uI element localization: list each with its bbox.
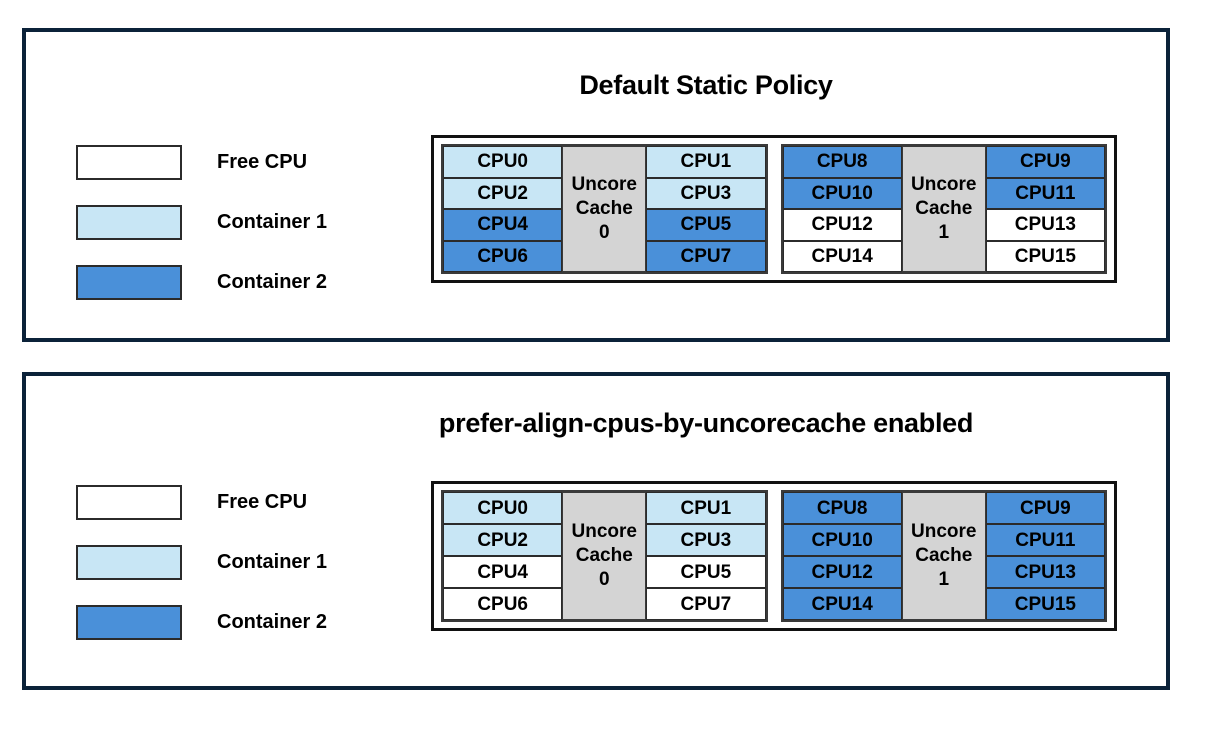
legend-item-label: Free CPU: [217, 490, 308, 513]
cpu-cell: CPU13: [985, 556, 1105, 588]
cpu-cell: CPU4: [443, 556, 563, 588]
cpu-cell: CPU5: [646, 556, 766, 588]
legend-item-label: Container 1: [217, 550, 328, 573]
legend-item: Container 1: [76, 192, 327, 252]
legend-item: Container 1: [76, 532, 327, 592]
cpu-cell: CPU11: [985, 177, 1105, 209]
cpu-cell: CPU15: [985, 240, 1105, 272]
uncore-label-line2: Cache: [915, 198, 973, 220]
cpu-cell: CPU13: [985, 209, 1105, 241]
cpu-cell: CPU0: [443, 146, 563, 178]
legend-swatch: [76, 484, 182, 520]
legend-swatch: [76, 204, 182, 240]
uncore-label-line2: Cache: [915, 545, 973, 567]
cpu-cell: CPU8: [782, 146, 902, 178]
uncore-label-line2: Cache: [575, 545, 633, 567]
cpu-cell: CPU1: [646, 492, 766, 524]
cpu-cell: CPU0: [443, 492, 563, 524]
cpu-cell: CPU5: [646, 209, 766, 241]
cpu-cell: CPU10: [782, 177, 902, 209]
uncore-label-line1: Uncore: [911, 174, 977, 196]
cpu-cell: CPU2: [443, 177, 563, 209]
panel-prefer-align-cpus-by-uncorecache: prefer-align-cpus-by-uncorecache enabled…: [22, 372, 1170, 690]
cpu-cell: CPU3: [646, 177, 766, 209]
cpu-cell: CPU6: [443, 588, 563, 620]
cpu-cell: CPU7: [646, 240, 766, 272]
cpu-cell: CPU1: [646, 146, 766, 178]
cpu-cell: CPU10: [782, 524, 902, 556]
legend-swatch: [76, 144, 182, 180]
cpu-cell: CPU4: [443, 209, 563, 241]
cpu-cell: CPU14: [782, 240, 902, 272]
legend-item-label: Free CPU: [217, 150, 308, 173]
cpu-cell: CPU12: [782, 209, 902, 241]
legend-item-label: Container 2: [217, 610, 328, 633]
page-title: Default Static Policy: [579, 70, 833, 100]
uncore-label-line1: Uncore: [571, 174, 637, 196]
legend-item: Container 2: [76, 252, 327, 312]
cpu-cell: CPU7: [646, 588, 766, 620]
uncore-label-line1: Uncore: [571, 521, 637, 543]
cpu-cell: CPU11: [985, 524, 1105, 556]
uncore-cache-index: 1: [938, 568, 950, 590]
cpu-cell: CPU14: [782, 588, 902, 620]
legend-swatch: [76, 544, 182, 580]
page-title: prefer-align-cpus-by-uncorecache enabled: [438, 408, 974, 438]
legend: Free CPU Container 1 Container 2: [76, 132, 327, 312]
legend-item: Free CPU: [76, 132, 327, 192]
cpu-cell: CPU9: [985, 492, 1105, 524]
uncore-label-line1: Uncore: [911, 521, 977, 543]
legend-item-label: Container 2: [217, 270, 328, 293]
uncore-cache-index: 0: [598, 221, 610, 243]
legend-item: Free CPU: [76, 472, 327, 532]
cpu-cell: CPU12: [782, 556, 902, 588]
uncore-cache-index: 0: [598, 568, 610, 590]
legend-item: Container 2: [76, 592, 327, 652]
legend: Free CPU Container 1 Container 2: [76, 472, 327, 652]
legend-swatch: [76, 264, 182, 300]
legend-item-label: Container 1: [217, 210, 328, 233]
cpu-cell: CPU6: [443, 240, 563, 272]
cpu-cell: CPU2: [443, 524, 563, 556]
uncore-cache-index: 1: [938, 221, 950, 243]
cpu-cell: CPU9: [985, 146, 1105, 178]
legend-swatch: [76, 604, 182, 640]
panel-default-static-policy: Default Static Policy Free CPU Container …: [22, 28, 1170, 342]
cpu-cell: CPU8: [782, 492, 902, 524]
cpu-cell: CPU3: [646, 524, 766, 556]
uncore-label-line2: Cache: [575, 198, 633, 220]
cpu-cell: CPU15: [985, 588, 1105, 620]
